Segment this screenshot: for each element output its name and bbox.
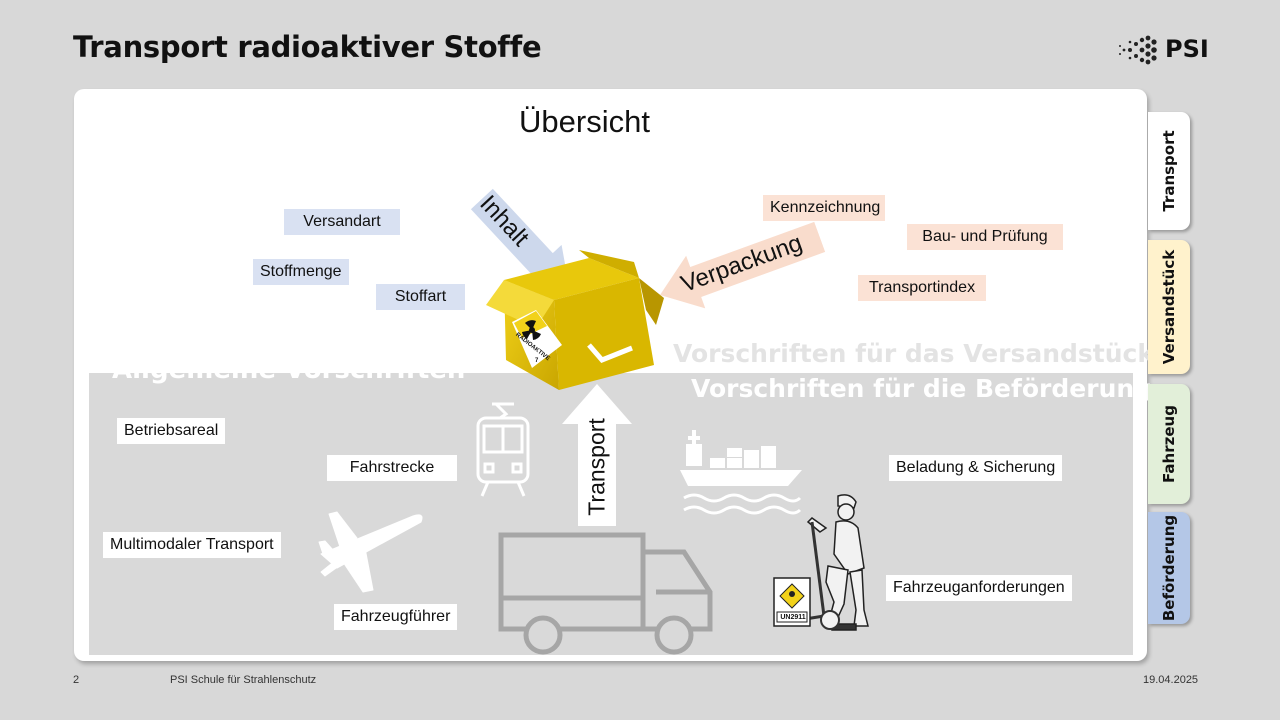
worker-handtruck-icon bbox=[773, 494, 869, 631]
tab-befoerderung[interactable]: Beförderung bbox=[1148, 512, 1190, 624]
truck-icon bbox=[498, 532, 713, 655]
footer-page-number: 2 bbox=[73, 674, 80, 686]
item-fahrzeuganforderungen: Fahrzeuganforderungen bbox=[886, 575, 1072, 601]
un-number-label: UN2911 bbox=[780, 614, 806, 621]
tag-kennzeichnung: Kennzeichnung bbox=[763, 195, 885, 221]
item-multimodaler-transport: Multimodaler Transport bbox=[103, 532, 281, 558]
package-box-icon bbox=[486, 250, 664, 390]
footer-center-text: PSI Schule für Strahlenschutz bbox=[170, 674, 317, 686]
tab-befoerderung-label: Beförderung bbox=[1160, 514, 1178, 622]
tag-bau-pruefung: Bau- und Prüfung bbox=[907, 224, 1063, 250]
tag-stoffart: Stoffart bbox=[376, 284, 465, 310]
slide-title: Transport radioaktiver Stoffe bbox=[73, 30, 542, 64]
tram-icon bbox=[476, 402, 530, 497]
tab-transport-label: Transport bbox=[1160, 130, 1178, 212]
item-betriebsareal: Betriebsareal bbox=[117, 418, 226, 444]
label-vorschriften-befoerderung: Vorschriften für die Beförderung bbox=[691, 374, 1153, 403]
item-beladung-sicherung: Beladung & Sicherung bbox=[889, 455, 1063, 481]
tab-fahrzeug-label: Fahrzeug bbox=[1160, 405, 1178, 483]
tag-transportindex: Transportindex bbox=[858, 275, 986, 301]
logo-text: PSI bbox=[1165, 35, 1209, 63]
arrow-transport-label: Transport bbox=[583, 418, 610, 516]
tag-stoffmenge: Stoffmenge bbox=[253, 259, 349, 285]
item-fahrzeugfuehrer: Fahrzeugführer bbox=[334, 604, 458, 630]
radioactive-label-number: 7 bbox=[535, 358, 539, 364]
tab-versandstueck-label: Versandstück bbox=[1160, 249, 1178, 365]
label-allgemeine-vorschriften: Allgemeine Vorschriften bbox=[112, 355, 466, 385]
ship-icon bbox=[680, 430, 802, 515]
label-vorschriften-versandstueck: Vorschriften für das Versandstück bbox=[673, 339, 1155, 368]
tab-versandstueck[interactable]: Versandstück bbox=[1148, 240, 1190, 374]
tag-versandart: Versandart bbox=[284, 209, 400, 235]
airplane-icon bbox=[318, 511, 423, 593]
arrow-transport-icon bbox=[562, 384, 632, 526]
footer-date: 19.04.2025 bbox=[1143, 674, 1199, 686]
tab-fahrzeug[interactable]: Fahrzeug bbox=[1148, 384, 1190, 504]
item-fahrstrecke: Fahrstrecke bbox=[327, 455, 457, 481]
overview-heading: Übersicht bbox=[519, 104, 650, 139]
tab-transport[interactable]: Transport bbox=[1148, 112, 1190, 230]
psi-logo-icon bbox=[1119, 35, 1157, 65]
